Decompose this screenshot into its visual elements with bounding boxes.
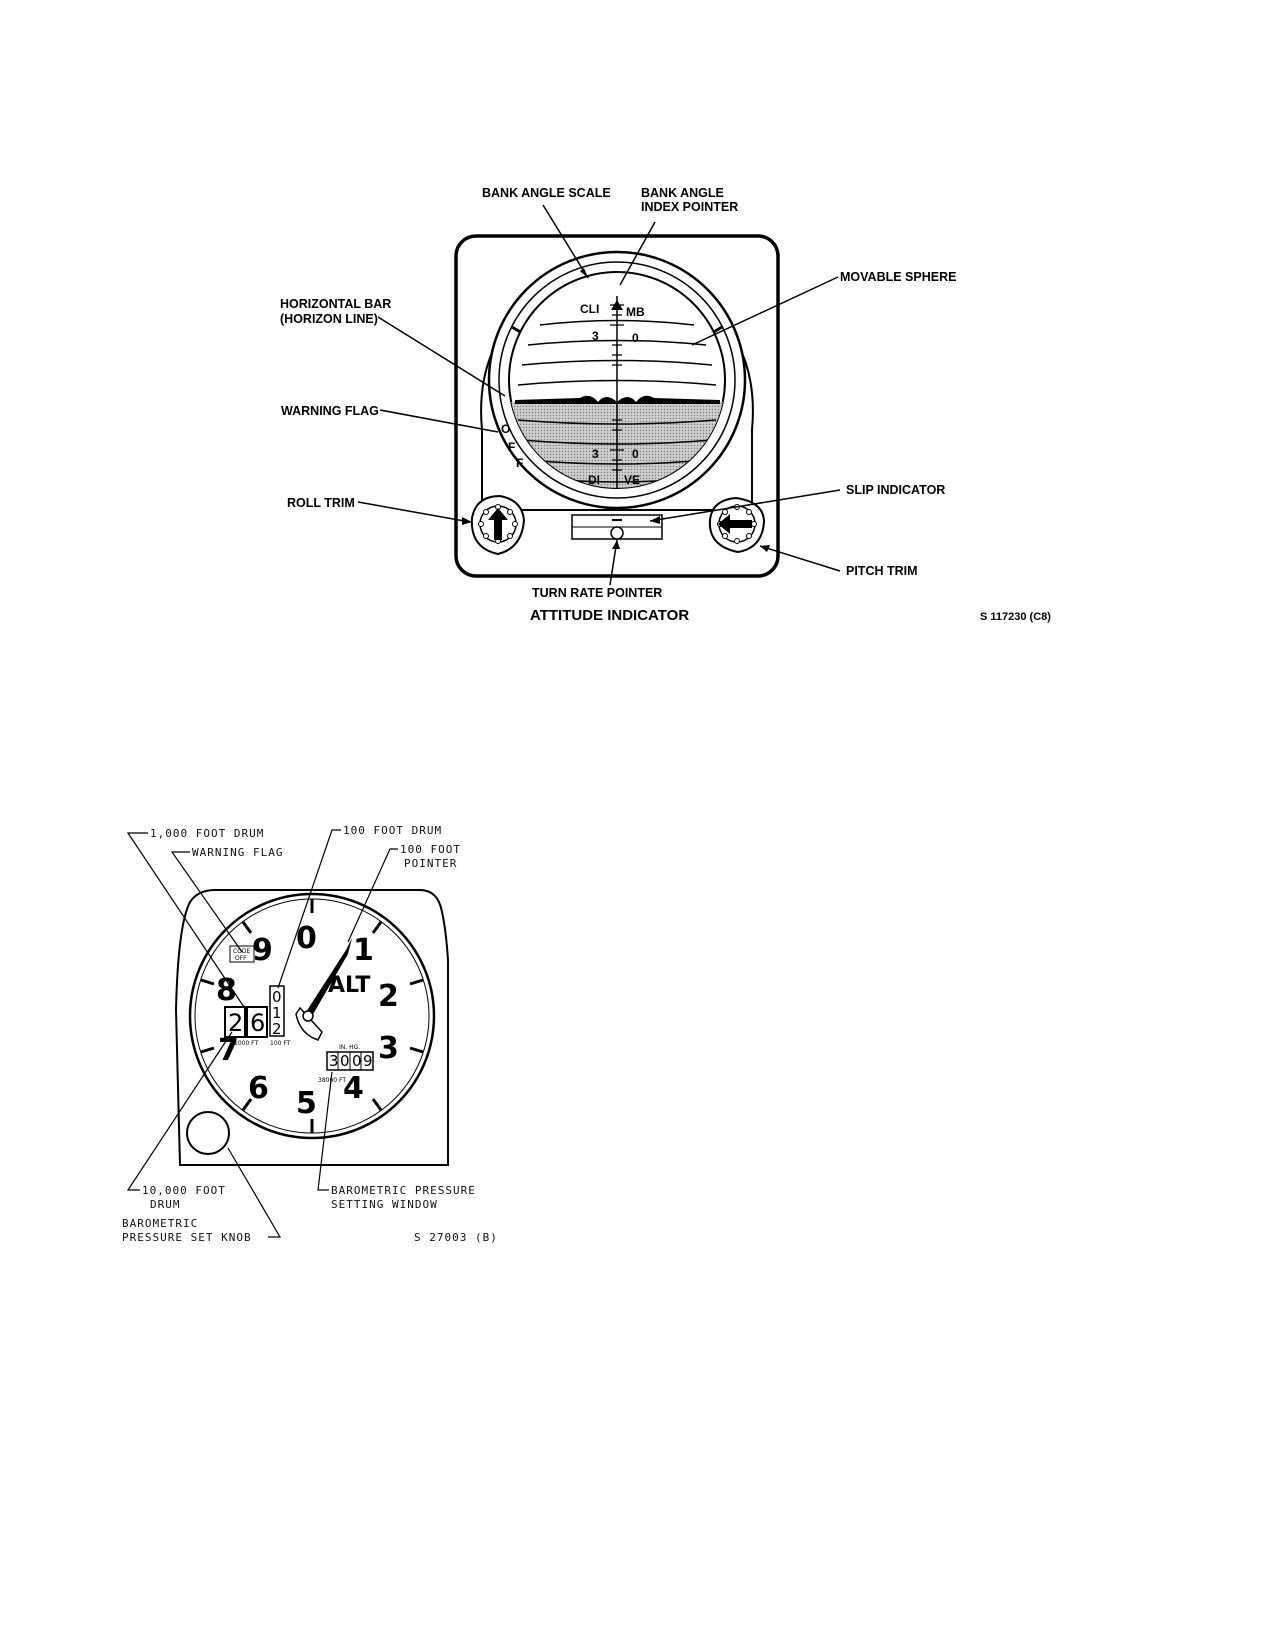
label-horizontal-bar-2: (HORIZON LINE) — [280, 312, 378, 326]
label-1000-foot-drum: 1,000 FOOT DRUM — [150, 827, 264, 840]
drum-caption-1000ft: 1000 FT — [234, 1040, 259, 1047]
dial-number-2: 2 — [378, 979, 399, 1014]
hundred-foot-drum — [269, 985, 285, 1037]
hundred-drum-caption: 100 FT — [270, 1040, 291, 1047]
horizontal-bar — [515, 395, 720, 404]
baro-digit-3: 0 — [352, 1052, 362, 1070]
warning-flag-letter-3: F — [516, 456, 523, 470]
hundred-drum-digit-2: 2 — [272, 1020, 282, 1038]
pitch-trim-arrow-icon — [718, 514, 752, 534]
altimeter-warning-flag — [229, 945, 255, 963]
attitude-leader-lines — [357, 204, 841, 586]
dial-number-1: 1 — [353, 933, 374, 968]
altimeter-major-ticks — [200, 899, 424, 1133]
label-bank-angle-scale: BANK ANGLE SCALE — [482, 186, 611, 200]
reference-altimeter: S 27003 (B) — [414, 1231, 498, 1244]
label-baro-set-knob-1: BAROMETRIC — [122, 1217, 198, 1230]
label-100-foot-pointer-1: 100 FOOT — [400, 843, 461, 856]
baro-digit-4: 9 — [363, 1052, 373, 1070]
warning-flag-letter-2: F — [508, 440, 515, 454]
dial-number-5: 5 — [296, 1086, 317, 1121]
reference-attitude-indicator: S 117230 (C8) — [980, 611, 1051, 623]
pointer-hub — [302, 1010, 314, 1022]
baro-caption: IN. HG. — [339, 1044, 360, 1051]
baro-digit-1: 3 — [329, 1052, 339, 1070]
baro-sub-caption: 38000 FT — [318, 1077, 346, 1084]
sphere-dive-right: VE — [624, 473, 640, 487]
drum-digit-1: 2 — [228, 1009, 243, 1037]
caption-attitude-indicator: ATTITUDE INDICATOR — [530, 607, 689, 624]
label-bank-angle-index-pointer-2: INDEX POINTER — [641, 200, 738, 214]
label-warning-flag: WARNING FLAG — [281, 404, 379, 418]
sphere-climb-arrow — [611, 300, 623, 310]
attitude-indicator: CLI MB 3 0 3 0 DI VE O F F — [280, 186, 1051, 624]
drum-digit-2: 6 — [250, 1009, 265, 1037]
label-movable-sphere: MOVABLE SPHERE — [840, 270, 956, 284]
label-bank-angle-index-pointer-1: BANK ANGLE — [641, 186, 724, 200]
label-10000-foot-drum-1: 10,000 FOOT — [142, 1184, 226, 1197]
sphere-pitch-0-upper: 0 — [632, 331, 639, 345]
label-baro-set-knob-2: PRESSURE SET KNOB — [122, 1231, 252, 1244]
ten-thousand-foot-drum — [224, 1006, 246, 1038]
label-roll-trim: ROLL TRIM — [287, 496, 355, 510]
baro-digit-2: 0 — [340, 1052, 350, 1070]
dial-number-7: 7 — [218, 1033, 239, 1068]
hundred-drum-digit-1: 1 — [272, 1004, 282, 1022]
dial-number-9: 9 — [252, 933, 273, 968]
altimeter-leader-lines — [126, 829, 398, 1238]
label-pitch-trim: PITCH TRIM — [846, 564, 918, 578]
label-slip-indicator: SLIP INDICATOR — [846, 483, 945, 497]
dial-number-0: 0 — [296, 921, 317, 956]
sphere-dive-left: DI — [588, 473, 600, 487]
warning-flag-letter-1: O — [501, 422, 510, 436]
label-turn-rate-pointer: TURN RATE POINTER — [532, 586, 662, 600]
slip-indicator-ball — [610, 526, 624, 540]
sphere-pitch-3-upper: 3 — [592, 329, 599, 343]
sphere-pitch-3-lower: 3 — [592, 447, 599, 461]
hundred-foot-pointer — [306, 938, 352, 1016]
label-100-foot-drum: 100 FOOT DRUM — [343, 824, 442, 837]
warning-flag-text-2: OFF — [235, 955, 247, 962]
dial-number-8: 8 — [216, 973, 237, 1008]
label-baro-setting-window-1: BAROMETRIC PRESSURE — [331, 1184, 476, 1197]
label-horizontal-bar-1: HORIZONTAL BAR — [280, 297, 391, 311]
dial-number-3: 3 — [378, 1031, 399, 1066]
dial-number-6: 6 — [248, 1071, 269, 1106]
hundred-drum-digit-0: 0 — [272, 988, 282, 1006]
dial-number-4: 4 — [343, 1071, 364, 1106]
label-baro-setting-window-2: SETTING WINDOW — [331, 1198, 438, 1211]
sphere-climb-left: CLI — [580, 302, 599, 316]
baro-pressure-set-knob[interactable] — [186, 1111, 230, 1155]
thousand-foot-drum — [246, 1006, 268, 1038]
label-10000-foot-drum-2: DRUM — [150, 1198, 181, 1211]
altimeter: 0 1 2 3 4 5 6 7 8 9 ALT CODE OFF 2 6 100… — [122, 824, 498, 1244]
dial-label-alt: ALT — [328, 973, 370, 998]
label-100-foot-pointer-2: POINTER — [404, 857, 457, 870]
label-altimeter-warning-flag: WARNING FLAG — [192, 846, 283, 859]
sphere-climb-right: MB — [626, 305, 645, 319]
roll-trim-arrow-icon — [488, 508, 508, 540]
sphere-pitch-0-lower: 0 — [632, 447, 639, 461]
